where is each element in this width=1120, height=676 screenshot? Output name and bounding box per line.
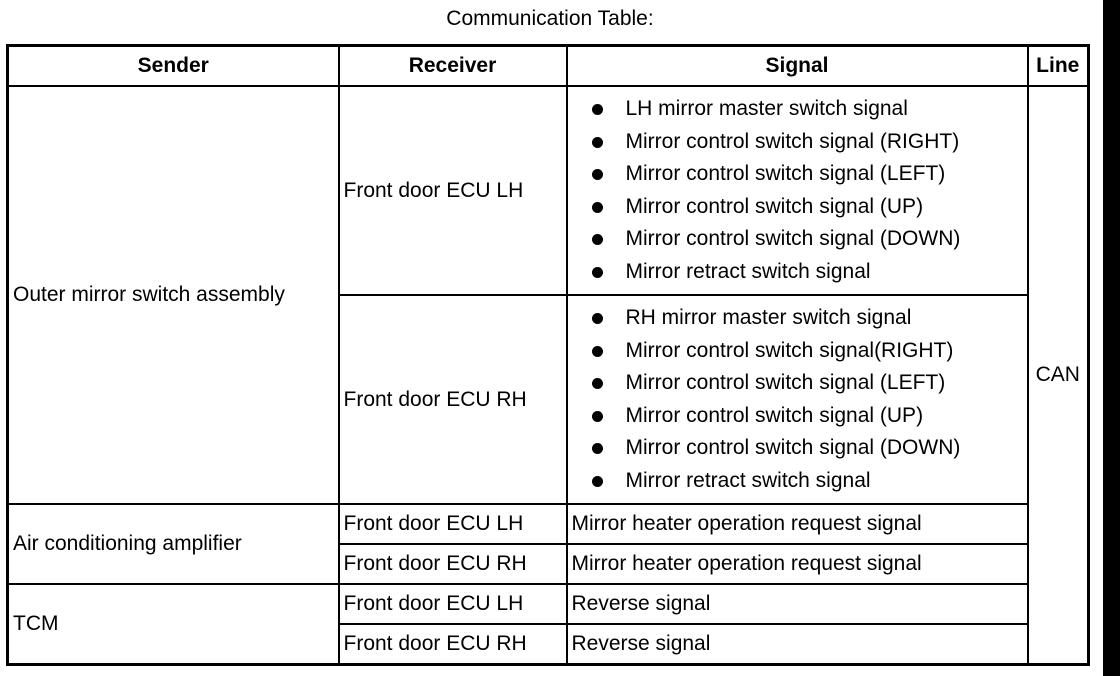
signal-list-item: Mirror control switch signal(RIGHT) xyxy=(572,335,1023,368)
signal-list: RH mirror master switch signal Mirror co… xyxy=(572,297,1023,502)
header-line: Line xyxy=(1026,44,1090,87)
sender-cell: Air conditioning amplifier xyxy=(6,503,340,585)
receiver-cell: Front door ECU LH xyxy=(337,583,568,625)
table-row: Front door ECU RH RH mirror master switc… xyxy=(8,294,1089,505)
table-row: Outer mirror switch assembly Front door … xyxy=(6,85,1090,666)
signal-list-item: Mirror control switch signal (LEFT) xyxy=(572,158,1023,191)
header-row: Sender Receiver Signal Line xyxy=(6,44,1090,87)
receiver-cell: Front door ECU RH xyxy=(337,294,568,505)
sender-cell: Outer mirror switch assembly xyxy=(6,85,340,505)
signal-list: LH mirror master switch signal Mirror co… xyxy=(572,88,1023,293)
header-receiver: Receiver xyxy=(337,44,568,87)
signal-cell: RH mirror master switch signal Mirror co… xyxy=(565,294,1029,505)
receiver-cell: Front door ECU LH xyxy=(337,85,568,296)
table-caption: Communication Table: xyxy=(446,7,654,30)
receiver-cell: Front door ECU LH xyxy=(337,503,568,545)
table-row: Front door ECU RH Mirror heater operatio… xyxy=(8,543,1089,585)
table-row: Front door ECU RH Reverse signal xyxy=(8,623,1089,666)
signal-list-item: Mirror control switch signal (RIGHT) xyxy=(572,126,1023,159)
signal-list-item: Mirror control switch signal (DOWN) xyxy=(572,432,1023,465)
table-row: TCM Front door ECU LH Reverse signal xyxy=(6,583,1089,666)
header-sender: Sender xyxy=(6,44,340,87)
signal-list-item: RH mirror master switch signal xyxy=(572,302,1023,335)
communication-table: Sender Receiver Signal Line Outer mirror… xyxy=(6,44,1090,666)
signal-cell: LH mirror master switch signal Mirror co… xyxy=(565,85,1029,296)
receiver-cell: Front door ECU RH xyxy=(337,543,568,585)
signal-cell: Mirror heater operation request signal xyxy=(565,543,1029,585)
line-cell: CAN xyxy=(1026,85,1090,666)
table-row: Air conditioning amplifier Front door EC… xyxy=(6,503,1089,585)
signal-list-item: Mirror control switch signal (UP) xyxy=(572,400,1023,433)
receiver-cell: Front door ECU RH xyxy=(337,623,568,666)
signal-list-item: LH mirror master switch signal xyxy=(572,93,1023,126)
header-signal: Signal xyxy=(565,44,1029,87)
signal-list-item: Mirror control switch signal (UP) xyxy=(572,191,1023,224)
signal-list-item: Mirror control switch signal (DOWN) xyxy=(572,223,1023,256)
right-edge-bar xyxy=(1103,0,1120,676)
signal-cell: Reverse signal xyxy=(565,583,1029,625)
signal-cell: Mirror heater operation request signal xyxy=(565,503,1029,545)
sender-cell: TCM xyxy=(6,583,340,666)
signal-list-item: Mirror retract switch signal xyxy=(572,256,1023,289)
signal-list-item: Mirror retract switch signal xyxy=(572,465,1023,498)
signal-list-item: Mirror control switch signal (LEFT) xyxy=(572,367,1023,400)
signal-cell: Reverse signal xyxy=(565,623,1029,666)
